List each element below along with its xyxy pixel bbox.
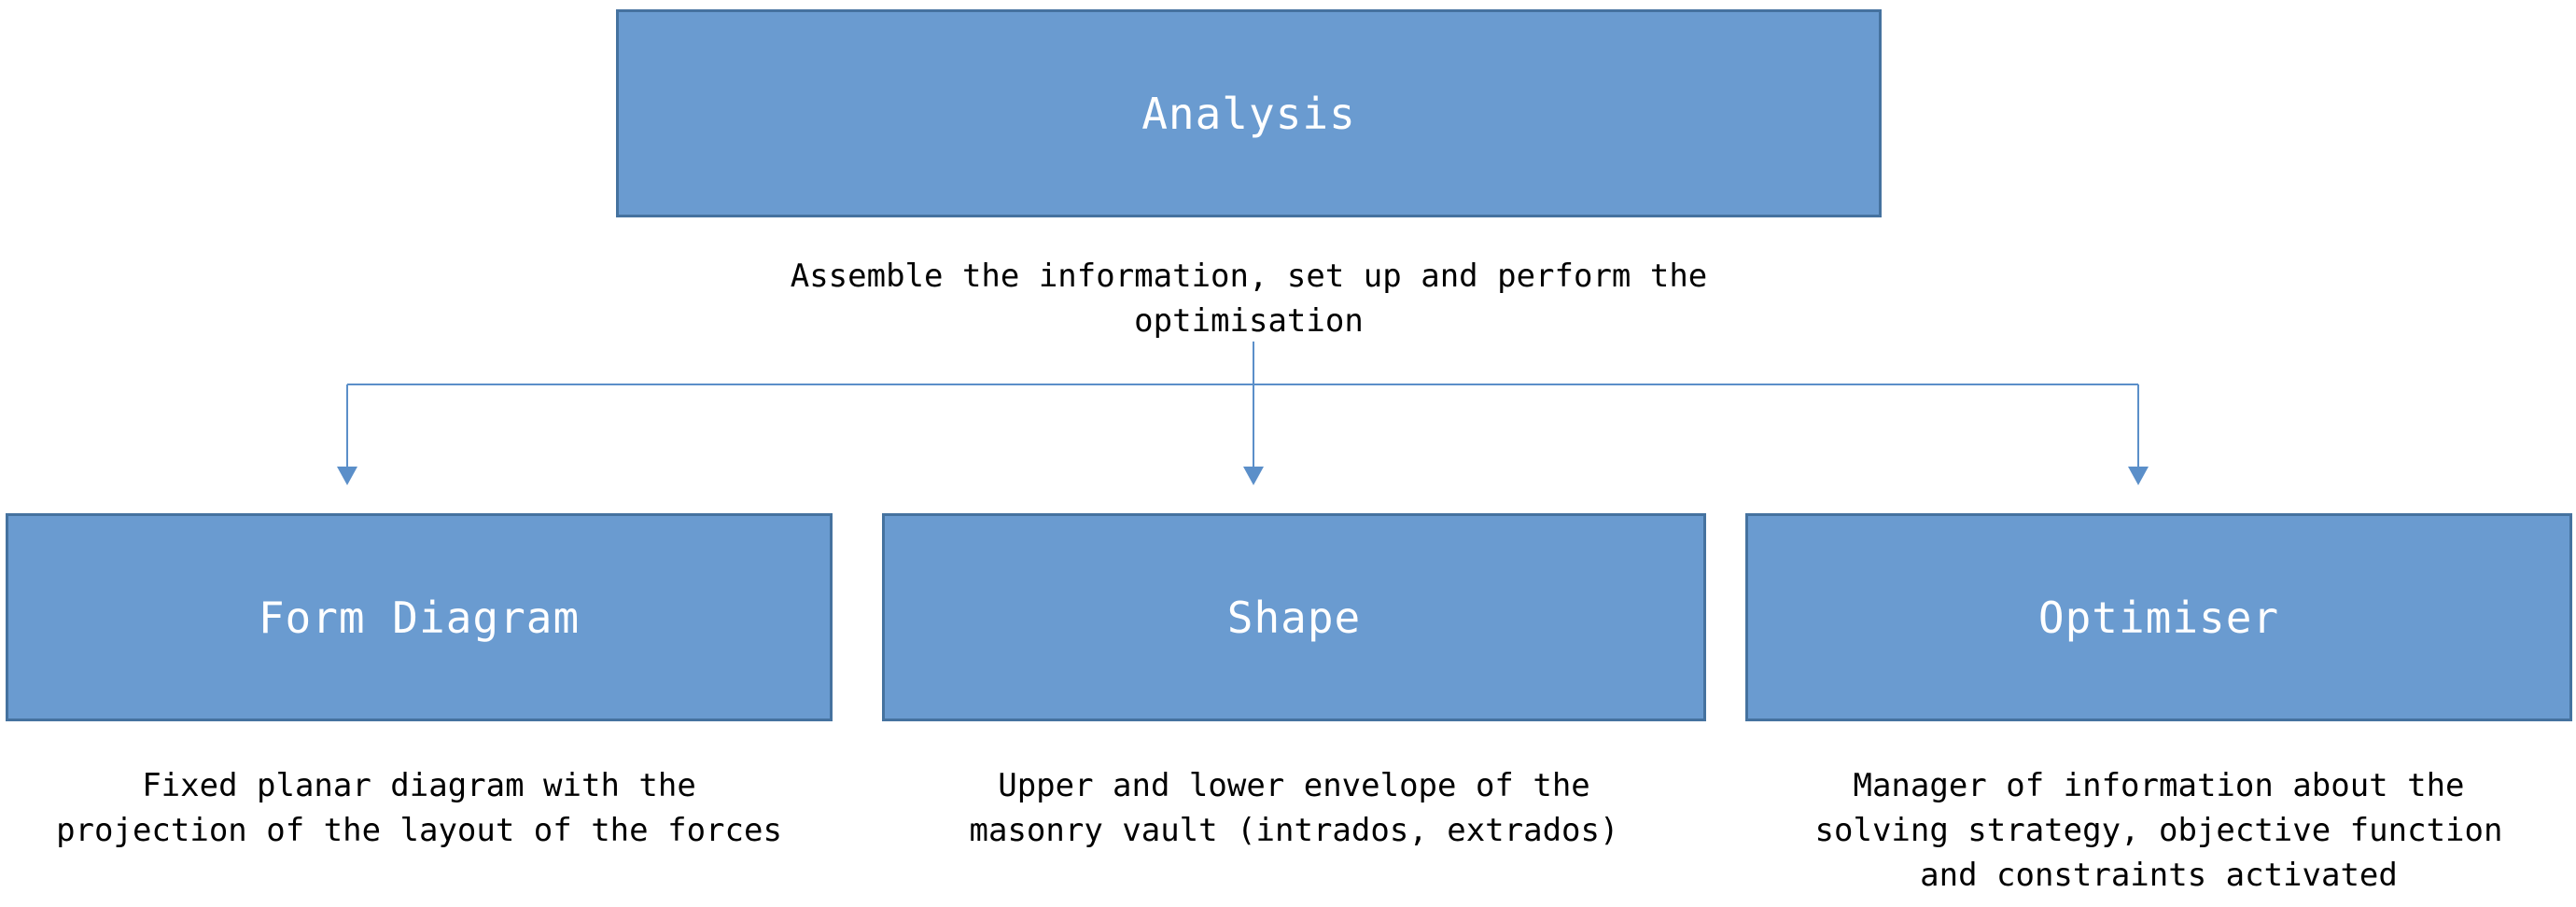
form-diagram-caption: Fixed planar diagram with the projection… (6, 763, 833, 853)
shape-caption: Upper and lower envelope of the masonry … (882, 763, 1706, 853)
optimiser-caption-line: and constraints activated (1920, 857, 2398, 894)
shape-caption-line: Upper and lower envelope of the (998, 767, 1590, 804)
form-diagram-caption-line: Fixed planar diagram with the (142, 767, 696, 804)
shape-box: Shape (882, 513, 1706, 721)
form-diagram-caption-line: projection of the layout of the forces (56, 812, 782, 849)
arrowhead-shape (1243, 467, 1264, 485)
optimiser-caption-line: Manager of information about the (1853, 767, 2465, 804)
analysis-caption-line: optimisation (1134, 302, 1364, 340)
analysis-caption: Assemble the information, set up and per… (616, 254, 1882, 343)
shape-caption-line: masonry vault (intrados, extrados) (969, 812, 1619, 849)
optimiser-caption: Manager of information about the solving… (1745, 763, 2572, 898)
form-diagram-title: Form Diagram (258, 592, 581, 643)
arrowhead-optimiser (2128, 467, 2149, 485)
analysis-box: Analysis (616, 9, 1882, 217)
analysis-title: Analysis (1141, 88, 1356, 139)
form-diagram-box: Form Diagram (6, 513, 833, 721)
analysis-caption-line: Assemble the information, set up and per… (790, 258, 1708, 295)
shape-title: Shape (1226, 592, 1362, 643)
optimiser-box: Optimiser (1745, 513, 2572, 721)
optimiser-caption-line: solving strategy, objective function (1814, 812, 2503, 849)
arrowhead-form-diagram (337, 467, 357, 485)
optimiser-title: Optimiser (2037, 592, 2280, 643)
